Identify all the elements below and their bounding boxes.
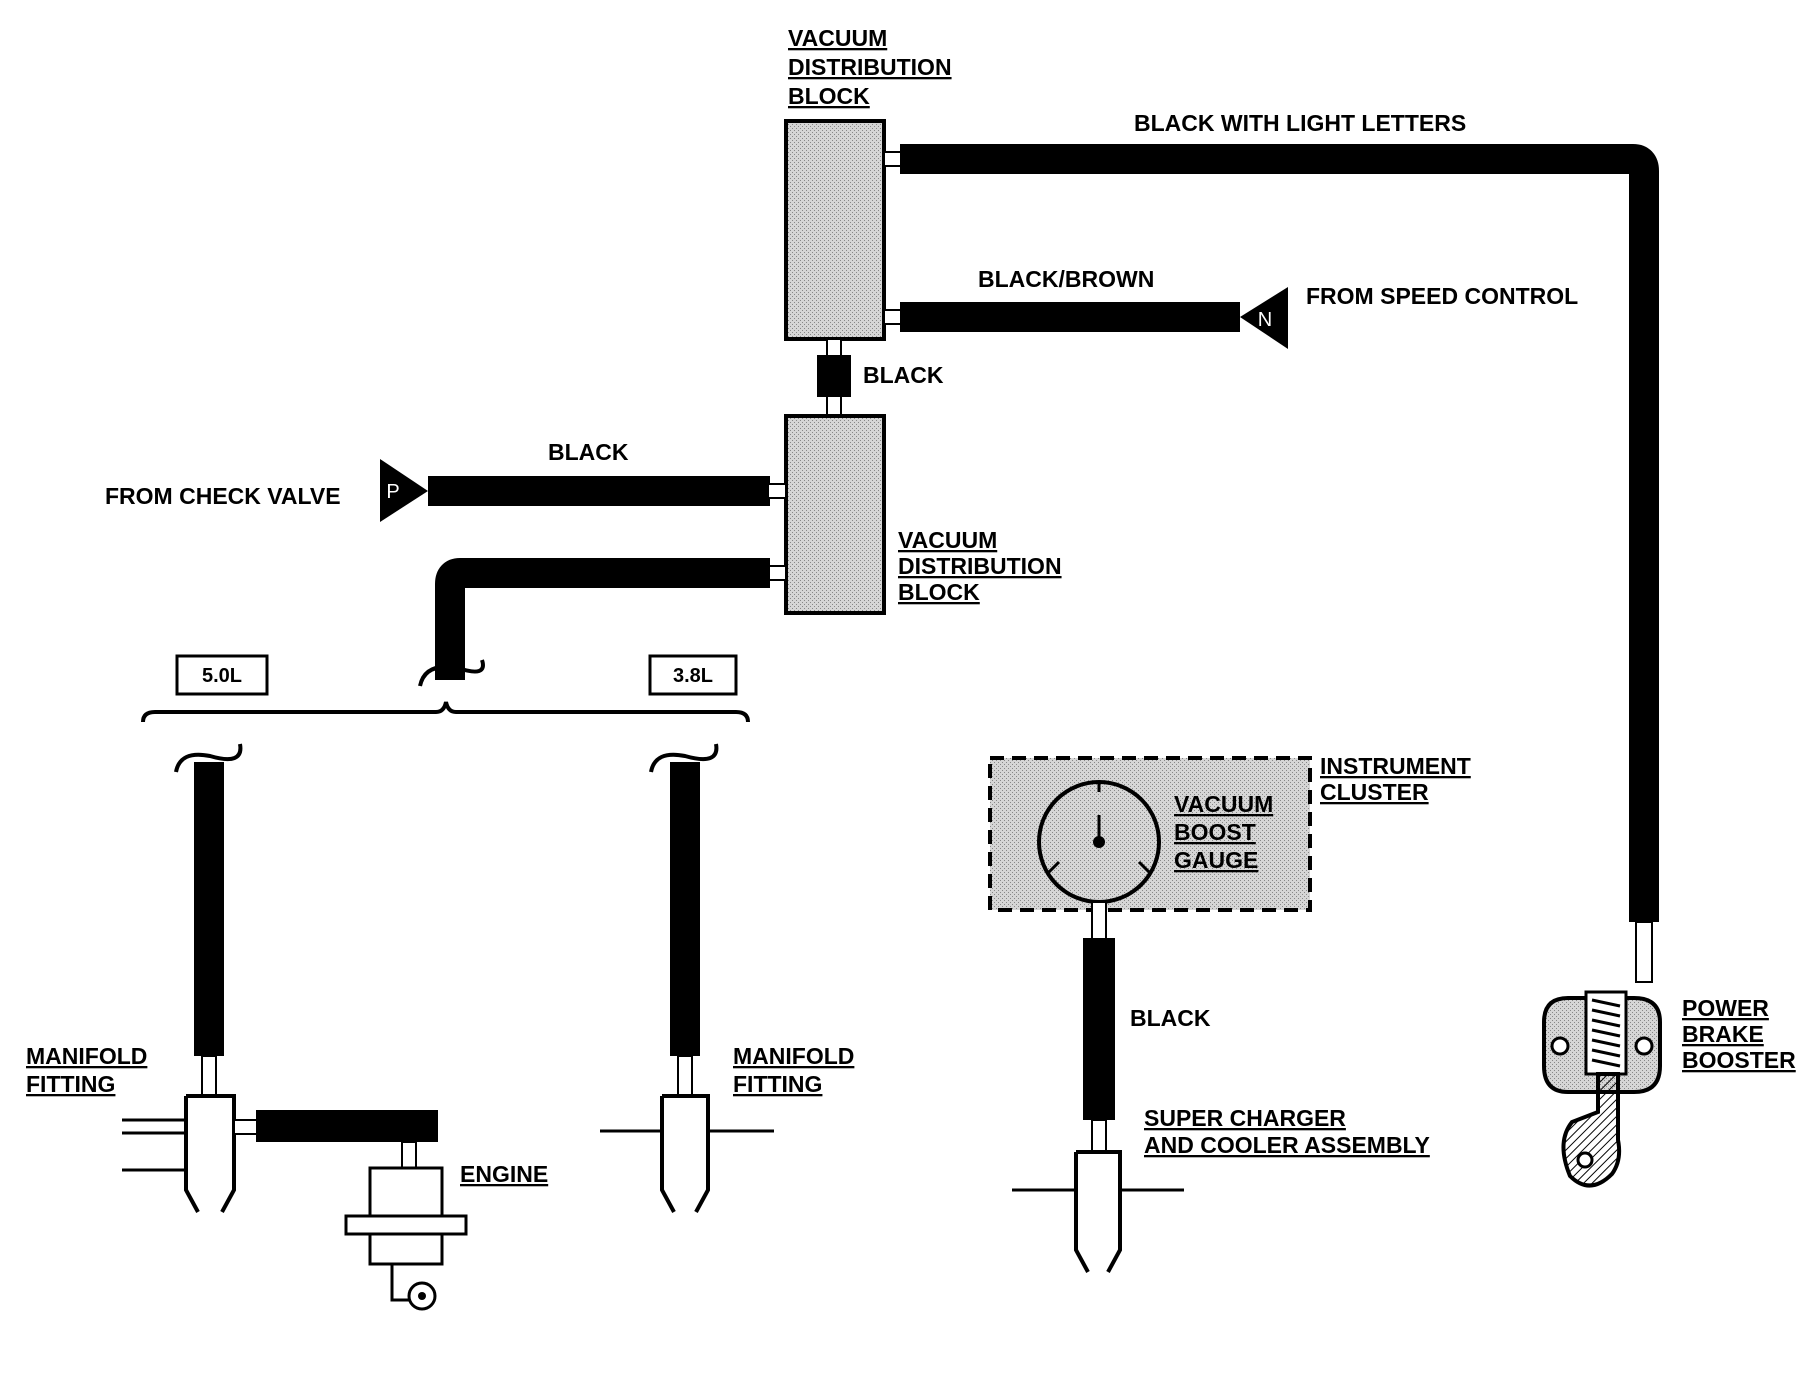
- power-brake-label-2: BRAKE: [1682, 1021, 1764, 1047]
- manifold-right-label-2: FITTING: [733, 1071, 822, 1097]
- vdb-top-label-1: VACUUM: [788, 25, 887, 51]
- hose-manifold-feed: [418, 558, 787, 687]
- vdb-top-label-2: DISTRIBUTION: [788, 54, 952, 80]
- engine-38-box: [648, 654, 738, 696]
- manifold-left-label-1: MANIFOLD: [26, 1043, 147, 1069]
- engine-component-icon: [344, 1166, 468, 1311]
- hose-black-brown: [883, 287, 1288, 349]
- power-brake-label-3: BOOSTER: [1682, 1047, 1796, 1073]
- hose-label-black-gauge: BLACK: [1130, 1005, 1211, 1031]
- super-charger-label-2: AND COOLER ASSEMBLY: [1144, 1132, 1430, 1158]
- hose-label-black-check: BLACK: [548, 439, 629, 465]
- engine-50-label: 5.0L: [202, 665, 242, 687]
- gauge-label-1: VACUUM: [1174, 791, 1273, 817]
- manifold-left-label-2: FITTING: [26, 1071, 115, 1097]
- instrument-cluster-label-2: CLUSTER: [1320, 779, 1429, 805]
- hose-black-gauge: [1083, 901, 1115, 1153]
- vacuum-distribution-block-bottom: [784, 414, 886, 615]
- vacuum-distribution-block-top: [784, 119, 886, 341]
- speed-control-connector-icon: [1240, 287, 1288, 349]
- super-charger-fitting-icon: [1012, 1150, 1184, 1273]
- hose-black-check-valve: [380, 459, 787, 522]
- engine-50-box: [175, 654, 269, 696]
- hose-label-black-link: BLACK: [863, 362, 944, 388]
- hose-manifold-left: [174, 743, 243, 1097]
- hose-manifold-right: [649, 743, 719, 1097]
- check-valve-marker: P: [386, 481, 399, 503]
- manifold-fitting-left-icon: [122, 1094, 236, 1213]
- gauge-label-2: BOOST: [1174, 819, 1256, 845]
- instrument-cluster-label-1: INSTRUMENT: [1320, 753, 1471, 779]
- engine-38-label: 3.8L: [673, 665, 713, 687]
- hose-label-black-brown: BLACK/BROWN: [978, 266, 1154, 292]
- hose-black-light-letters: [883, 144, 1659, 983]
- super-charger-label-1: SUPER CHARGER: [1144, 1105, 1346, 1131]
- manifold-right-label-1: MANIFOLD: [733, 1043, 854, 1069]
- engine-option-brace: [141, 701, 750, 723]
- power-brake-booster-icon: [1542, 990, 1662, 1188]
- vdb-bottom-label-1: VACUUM: [898, 527, 997, 553]
- gauge-label-3: GAUGE: [1174, 847, 1258, 873]
- check-valve-connector-icon: [380, 459, 428, 522]
- vacuum-boost-gauge-icon: [1037, 780, 1161, 904]
- hose-black-link: [817, 338, 851, 417]
- engine-label: ENGINE: [460, 1161, 548, 1187]
- power-brake-label-1: POWER: [1682, 995, 1769, 1021]
- manifold-fitting-right-icon: [600, 1094, 774, 1213]
- hose-label-black-light-letters: BLACK WITH LIGHT LETTERS: [1134, 110, 1466, 136]
- speed-control-marker: N: [1258, 309, 1272, 331]
- vdb-top-label-3: BLOCK: [788, 83, 870, 109]
- from-check-valve-label: FROM CHECK VALVE: [105, 483, 341, 509]
- vdb-bottom-label-2: DISTRIBUTION: [898, 553, 1062, 579]
- vdb-bottom-label-3: BLOCK: [898, 579, 980, 605]
- from-speed-control-label: FROM SPEED CONTROL: [1306, 283, 1578, 309]
- hose-engine: [233, 1110, 438, 1171]
